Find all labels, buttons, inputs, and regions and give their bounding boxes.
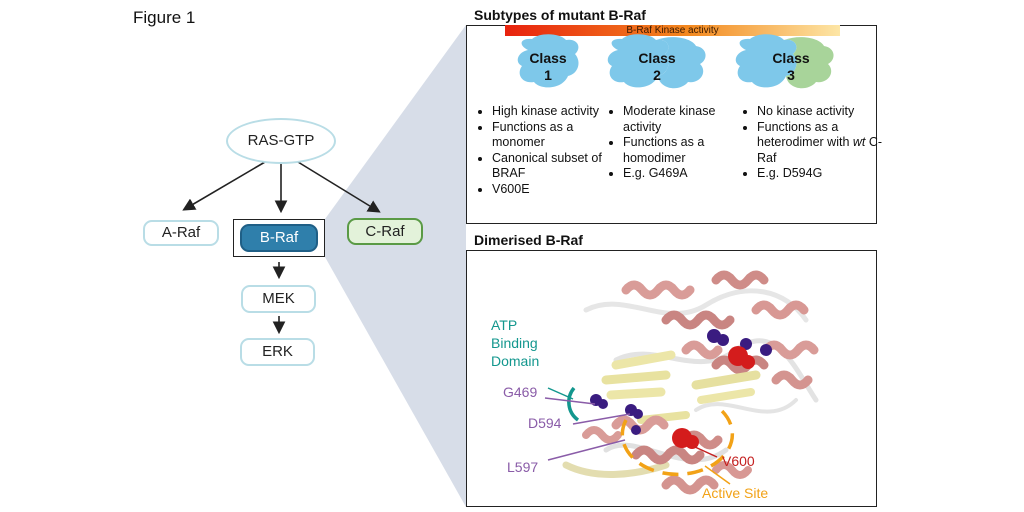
erk-node: ERK xyxy=(240,338,315,366)
class3-protein-icon xyxy=(735,34,834,89)
class2-protein-icon xyxy=(607,34,706,89)
arrow-ras-craf xyxy=(297,161,381,213)
class3-bullet: E.g. D594G xyxy=(757,166,889,182)
ras-gtp-node: RAS-GTP xyxy=(226,118,336,164)
class1-bullets: High kinase activity Functions as a mono… xyxy=(476,104,614,198)
v600-label: V600 xyxy=(722,453,755,469)
mek-node: MEK xyxy=(241,285,316,313)
dimer-title: Dimerised B-Raf xyxy=(474,232,583,248)
class1-label: Class 1 xyxy=(529,50,567,83)
arrow-ras-araf xyxy=(182,161,266,211)
class1-protein-icon xyxy=(517,34,579,88)
class1-bullet: V600E xyxy=(492,182,614,198)
araf-node: A-Raf xyxy=(143,220,219,246)
class2-bullet: Moderate kinase activity xyxy=(623,104,741,135)
active-site-arc xyxy=(620,408,735,477)
class3-bullet: No kinase activity xyxy=(757,104,889,120)
g469-label: G469 xyxy=(503,384,538,400)
class2-bullet: E.g. G469A xyxy=(623,166,741,182)
class3-bullet: Functions as a heterodimer with wt C-Raf xyxy=(757,120,889,167)
class3-bullets: No kinase activity Functions as a hetero… xyxy=(741,104,889,182)
atp-binding-domain-label: ATP Binding Domain xyxy=(491,317,540,369)
class1-bullet: Canonical subset of BRAF xyxy=(492,151,614,182)
dimer-structure-image xyxy=(562,270,819,495)
class2-bullet: Functions as a homodimer xyxy=(623,135,741,166)
active-site-label: Active Site xyxy=(702,485,769,501)
braf-highlight-box xyxy=(233,219,325,257)
subtypes-title: Subtypes of mutant B-Raf xyxy=(474,7,646,23)
class1-bullet: High kinase activity xyxy=(492,104,614,120)
kinase-activity-bar: B-Raf Kinase activity xyxy=(505,25,840,36)
d594-label: D594 xyxy=(528,415,562,431)
class2-label: Class 2 xyxy=(638,50,676,83)
class2-bullets: Moderate kinase activity Functions as a … xyxy=(607,104,741,182)
figure-label: Figure 1 xyxy=(133,8,196,27)
l597-label: L597 xyxy=(507,459,539,475)
craf-node: C-Raf xyxy=(347,218,423,245)
braf-node: B-Raf xyxy=(240,224,318,252)
class1-bullet: Functions as a monomer xyxy=(492,120,614,151)
class3-label: Class 3 xyxy=(772,50,810,83)
